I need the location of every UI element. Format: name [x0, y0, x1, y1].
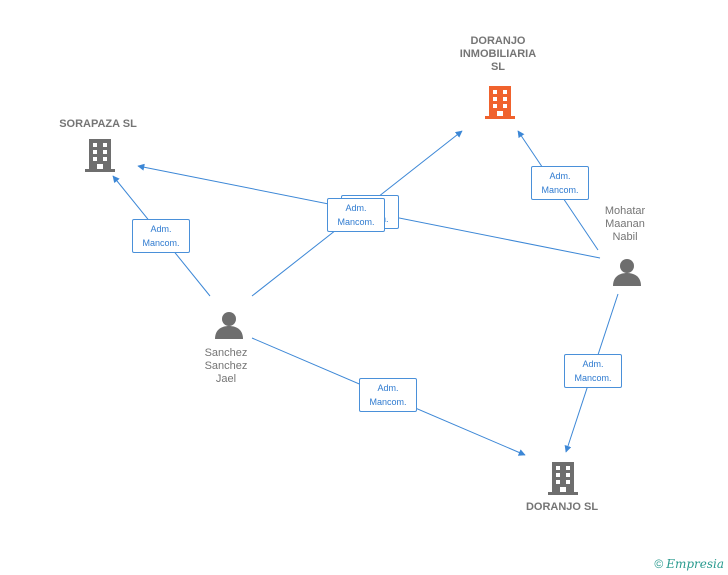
doranjo-inmobiliaria-label[interactable]: DORANJO INMOBILIARIA SL	[459, 35, 537, 73]
brand-name: Empresia	[666, 557, 724, 571]
person-icon-sanchez[interactable]	[214, 310, 244, 340]
relation-label-sanchez-sorapaza[interactable]: Adm. Mancom.	[132, 219, 190, 253]
building-icon-doranjo[interactable]	[548, 460, 578, 496]
relation-label-mohatar-doranjo-inmobiliaria[interactable]: Adm. Mancom.	[531, 166, 589, 200]
person-icon-mohatar[interactable]	[612, 257, 642, 287]
sanchez-label[interactable]: Sanchez Sanchez Jael	[204, 347, 248, 385]
building-icon-sorapaza[interactable]	[85, 137, 115, 173]
building-icon-doranjo-inmobiliaria[interactable]	[485, 84, 515, 120]
doranjo-label[interactable]: DORANJO SL	[525, 501, 599, 513]
mohatar-label[interactable]: Mohatar Maanan Nabil	[604, 205, 646, 243]
brand-logo: ©Empresia	[654, 557, 724, 571]
relation-label-sanchez-doranjo[interactable]: Adm. Mancom.	[359, 378, 417, 412]
copyright-symbol: ©	[654, 557, 664, 571]
sorapaza-label[interactable]: SORAPAZA SL	[59, 118, 137, 130]
relation-label-mohatar-doranjo[interactable]: Adm. Mancom.	[564, 354, 622, 388]
relation-label-sanchez-doranjo-inmobiliaria[interactable]: Adm. Mancom.	[327, 198, 385, 232]
